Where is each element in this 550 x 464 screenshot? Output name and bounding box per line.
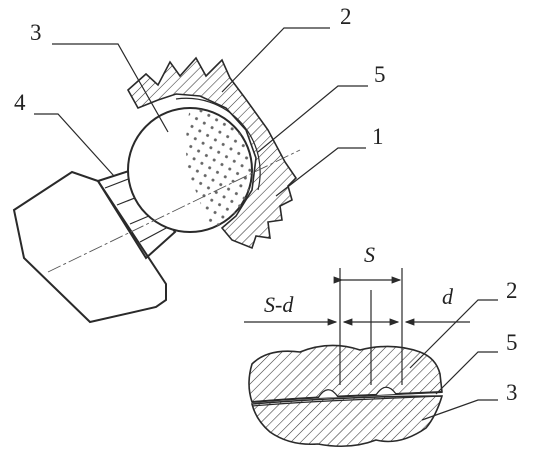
tool-view (12, 56, 301, 324)
dimension-S: S (364, 242, 375, 267)
section-film (251, 391, 443, 403)
leader-lines (34, 27, 498, 421)
labels: 3 2 5 1 4 S S-d d 2 5 3 (14, 4, 518, 405)
section-label-5: 5 (506, 330, 518, 355)
section-view (244, 268, 470, 448)
tool-neck (96, 168, 177, 260)
label-1: 1 (372, 124, 384, 149)
section-label-3: 3 (506, 380, 518, 405)
tool-holder (12, 170, 167, 324)
section-lower-layer (250, 395, 444, 448)
dimension-S-d: S-d (264, 292, 294, 317)
label-2: 2 (340, 4, 352, 29)
label-3: 3 (30, 20, 42, 45)
label-4: 4 (14, 90, 26, 115)
label-5: 5 (374, 62, 386, 87)
dimple (375, 386, 397, 396)
section-label-2: 2 (506, 278, 518, 303)
dimension-d: d (442, 284, 454, 309)
dimple (317, 389, 339, 399)
